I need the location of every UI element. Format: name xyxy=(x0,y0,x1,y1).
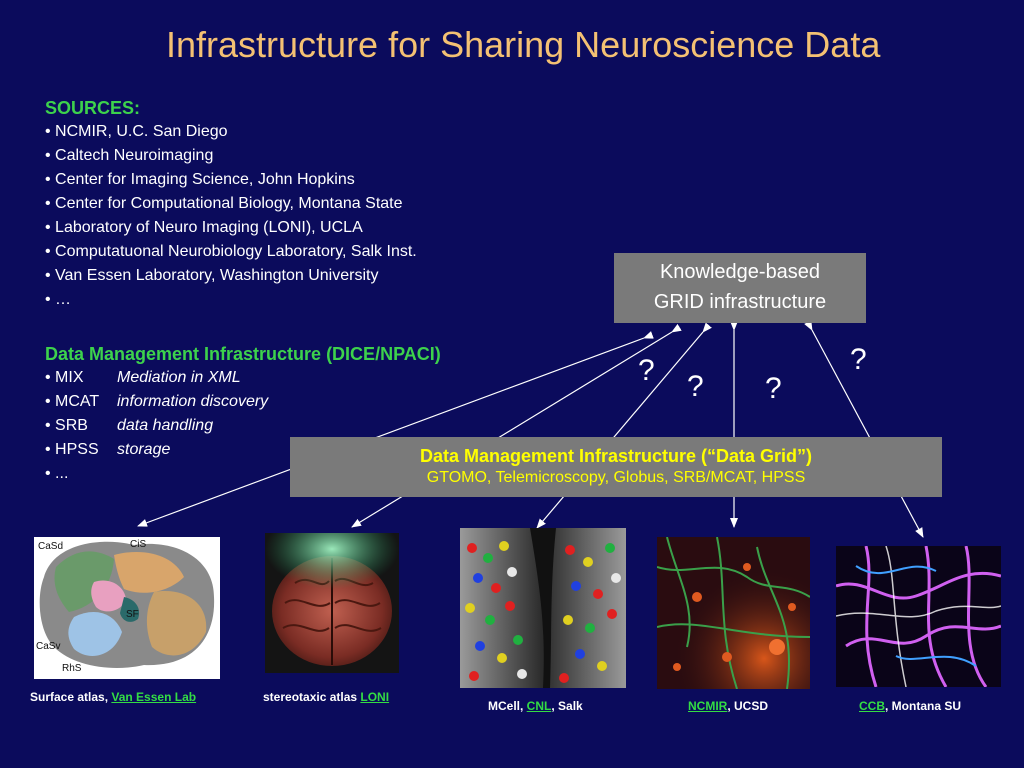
knowledge-grid-box: Knowledge-based GRID infrastructure xyxy=(614,253,866,323)
caption-text: MCell, xyxy=(488,699,527,713)
ccb-link[interactable]: CCB xyxy=(859,699,885,713)
caption-text: stereotaxic atlas xyxy=(263,690,361,704)
arrow-line xyxy=(351,323,682,528)
caption-ncmir: NCMIR, UCSD xyxy=(688,699,768,713)
caption-stereotaxic-atlas: stereotaxic atlas LONI xyxy=(263,690,389,704)
arrow-line xyxy=(137,331,654,527)
source-item: • Laboratory of Neuro Imaging (LONI), UC… xyxy=(45,219,363,236)
dmi-abbr: • ... xyxy=(45,465,69,482)
caption-text: , Salk xyxy=(551,699,583,713)
slide-title: Infrastructure for Sharing Neuroscience … xyxy=(166,24,881,65)
dmi-abbr: • MIX xyxy=(45,369,84,386)
atlas-label: RhS xyxy=(62,663,82,674)
dmi-item: • ... xyxy=(45,462,441,486)
caption-ccb: CCB, Montana SU xyxy=(859,699,961,713)
arrow-line xyxy=(804,320,924,538)
ncmir-image xyxy=(657,537,810,689)
data-grid-subtitle: GTOMO, Telemicroscopy, Globus, SRB/MCAT,… xyxy=(426,469,806,486)
source-item: • Caltech Neuroimaging xyxy=(45,147,214,164)
atlas-label: CaSv xyxy=(36,641,61,652)
van-essen-lab-link[interactable]: Van Essen Lab xyxy=(111,690,197,704)
source-item: • Center for Imaging Science, John Hopki… xyxy=(45,171,355,188)
source-item: • Computatuonal Neurobiology Laboratory,… xyxy=(45,243,417,260)
stereotaxic-atlas-image xyxy=(265,533,399,673)
ncmir-link[interactable]: NCMIR xyxy=(688,699,728,713)
source-item: • Center for Computational Biology, Mont… xyxy=(45,195,403,212)
caption-mcell: MCell, CNL, Salk xyxy=(488,699,583,713)
caption-text: , Montana SU xyxy=(885,699,962,713)
sources-list: SOURCES: • NCMIR, U.C. San Diego • Calte… xyxy=(45,96,417,312)
atlas-label: CaSd xyxy=(38,541,64,552)
caption-text: , UCSD xyxy=(727,699,768,713)
question-mark: ? xyxy=(687,370,704,403)
knowledge-box-line1: Knowledge-based xyxy=(659,261,821,283)
ccb-image xyxy=(836,546,1001,687)
loni-link[interactable]: LONI xyxy=(360,690,390,704)
caption-surface-atlas: Surface atlas, Van Essen Lab xyxy=(30,690,196,704)
dmi-abbr: • MCAT xyxy=(45,393,100,410)
atlas-label: SF xyxy=(126,609,139,620)
cnl-link[interactable]: CNL xyxy=(526,699,552,713)
dmi-abbr: • SRB xyxy=(45,417,88,434)
source-item: • … xyxy=(45,291,72,308)
sources-header: SOURCES: xyxy=(45,98,141,118)
source-item: • NCMIR, U.C. San Diego xyxy=(45,123,228,140)
surface-atlas-image: CaSd CiS SF CaSv RhS xyxy=(34,537,220,679)
question-mark: ? xyxy=(638,354,655,387)
mcell-image xyxy=(460,528,626,688)
dmi-abbr: • HPSS xyxy=(45,441,99,458)
source-item: • Van Essen Laboratory, Washington Unive… xyxy=(45,267,379,284)
question-mark: ? xyxy=(850,343,867,376)
arrow-line xyxy=(536,322,712,529)
data-grid-box: Data Management Infrastructure (“Data Gr… xyxy=(290,437,942,497)
data-grid-title: Data Management Infrastructure (“Data Gr… xyxy=(419,446,813,466)
knowledge-box-line2: GRID infrastructure xyxy=(653,291,827,313)
caption-text: Surface atlas, xyxy=(30,690,112,704)
atlas-label: CiS xyxy=(130,539,147,550)
question-mark: ? xyxy=(765,372,782,405)
